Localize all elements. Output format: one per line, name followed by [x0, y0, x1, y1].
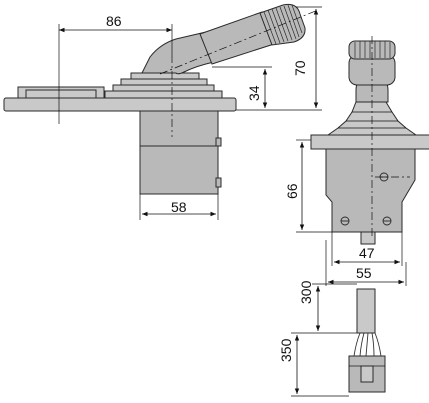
side-boot-layer-2: [120, 78, 208, 86]
dim-lever-reach: 86: [58, 13, 173, 124]
dim-label-350: 350: [278, 338, 294, 362]
cable-assembly: [348, 288, 386, 393]
side-boot-layer-1: [112, 84, 215, 92]
front-view: [310, 36, 429, 245]
dim-total-height: 70: [236, 6, 322, 111]
side-mounting-plate: [3, 97, 237, 112]
cable-connector-latch: [360, 365, 374, 383]
side-left-pad-inner: [25, 89, 97, 99]
dim-label-58: 58: [171, 199, 187, 215]
dim-housing-width-outer: 55: [325, 240, 407, 286]
side-housing-tab-2: [215, 177, 222, 188]
dim-housing-height: 66: [284, 139, 332, 233]
side-housing-tab-1: [215, 137, 222, 147]
dim-boot-height: 34: [212, 66, 272, 108]
front-housing: [325, 148, 416, 233]
dim-label-47: 47: [359, 245, 375, 261]
dim-label-70: 70: [292, 60, 308, 76]
cable-jacket: [356, 288, 376, 334]
front-knob-knurling: [354, 41, 391, 58]
side-knob-knurling: [263, 4, 303, 45]
dim-label-86: 86: [106, 13, 122, 29]
side-lever-axis: [159, 9, 319, 75]
dim-cable-length-to-connector: 300: [298, 280, 357, 334]
dim-housing-width-inner: 47: [331, 232, 403, 266]
side-housing-lower: [139, 145, 219, 195]
dim-cable-length-total: 350: [278, 332, 349, 397]
side-boot-layer-3: [130, 72, 200, 80]
front-screw-bottom-left: [340, 216, 350, 226]
side-lever-shaft: [141, 31, 215, 75]
dim-label-34: 34: [246, 85, 262, 101]
dim-label-66: 66: [284, 183, 300, 199]
side-view: [3, 3, 319, 195]
side-boot-base: [104, 90, 223, 99]
front-mounting-plate: [310, 134, 429, 150]
front-screw-bottom-right: [382, 216, 392, 226]
dim-label-55: 55: [356, 265, 372, 281]
cable-wires: [353, 332, 382, 357]
side-housing-upper: [139, 110, 219, 147]
front-cable-stub: [360, 231, 376, 245]
dim-label-300: 300: [298, 280, 314, 304]
dim-housing-width-side: 58: [139, 194, 219, 220]
